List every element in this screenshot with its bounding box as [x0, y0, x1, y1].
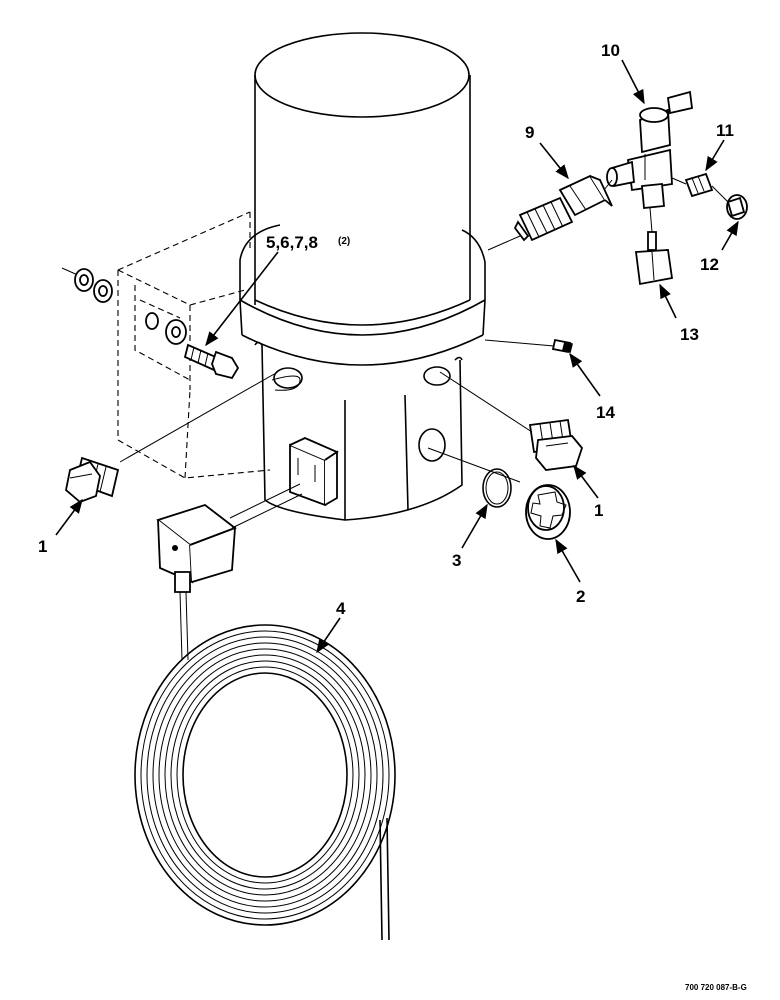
extension-lines	[119, 177, 729, 483]
fitting-11	[684, 172, 714, 198]
reservoir-cylinder	[254, 32, 471, 326]
callout-5-6-7-8-qty: (2)	[338, 236, 350, 247]
leader-arrows	[55, 59, 739, 654]
filler-cap	[525, 484, 571, 540]
callout-12: 12	[700, 255, 719, 274]
body-connector-socket	[289, 437, 339, 507]
callout-13: 13	[680, 325, 699, 344]
pump-collar	[239, 224, 486, 366]
cable-connector-plug	[156, 483, 303, 593]
nut-13	[634, 231, 674, 286]
callout-11: 11	[716, 121, 734, 140]
figure-reference-code: 700 720 087-B-G	[685, 983, 747, 992]
mounting-bolt	[183, 343, 240, 380]
plug-right	[528, 418, 584, 471]
callout-9: 9	[525, 123, 534, 142]
valve-tee	[606, 90, 693, 209]
callout-2: 2	[576, 587, 585, 606]
washer-nut-assembly	[61, 267, 187, 345]
pump-body	[254, 341, 463, 521]
plug-left	[65, 456, 120, 504]
callout-5-6-7-8: 5,6,7,8	[266, 233, 318, 252]
o-ring	[482, 468, 512, 508]
cable-coil	[134, 591, 396, 941]
mounting-bracket-outline	[117, 211, 271, 479]
callout-10: 10	[601, 41, 620, 60]
callout-4: 4	[336, 599, 346, 618]
callout-1-left: 1	[38, 537, 47, 556]
connector-fitting	[513, 174, 613, 242]
callout-1-right: 1	[594, 501, 603, 520]
callout-3: 3	[452, 551, 461, 570]
callout-14: 14	[596, 403, 615, 422]
cap-12	[726, 194, 748, 220]
grease-fitting	[551, 338, 573, 354]
